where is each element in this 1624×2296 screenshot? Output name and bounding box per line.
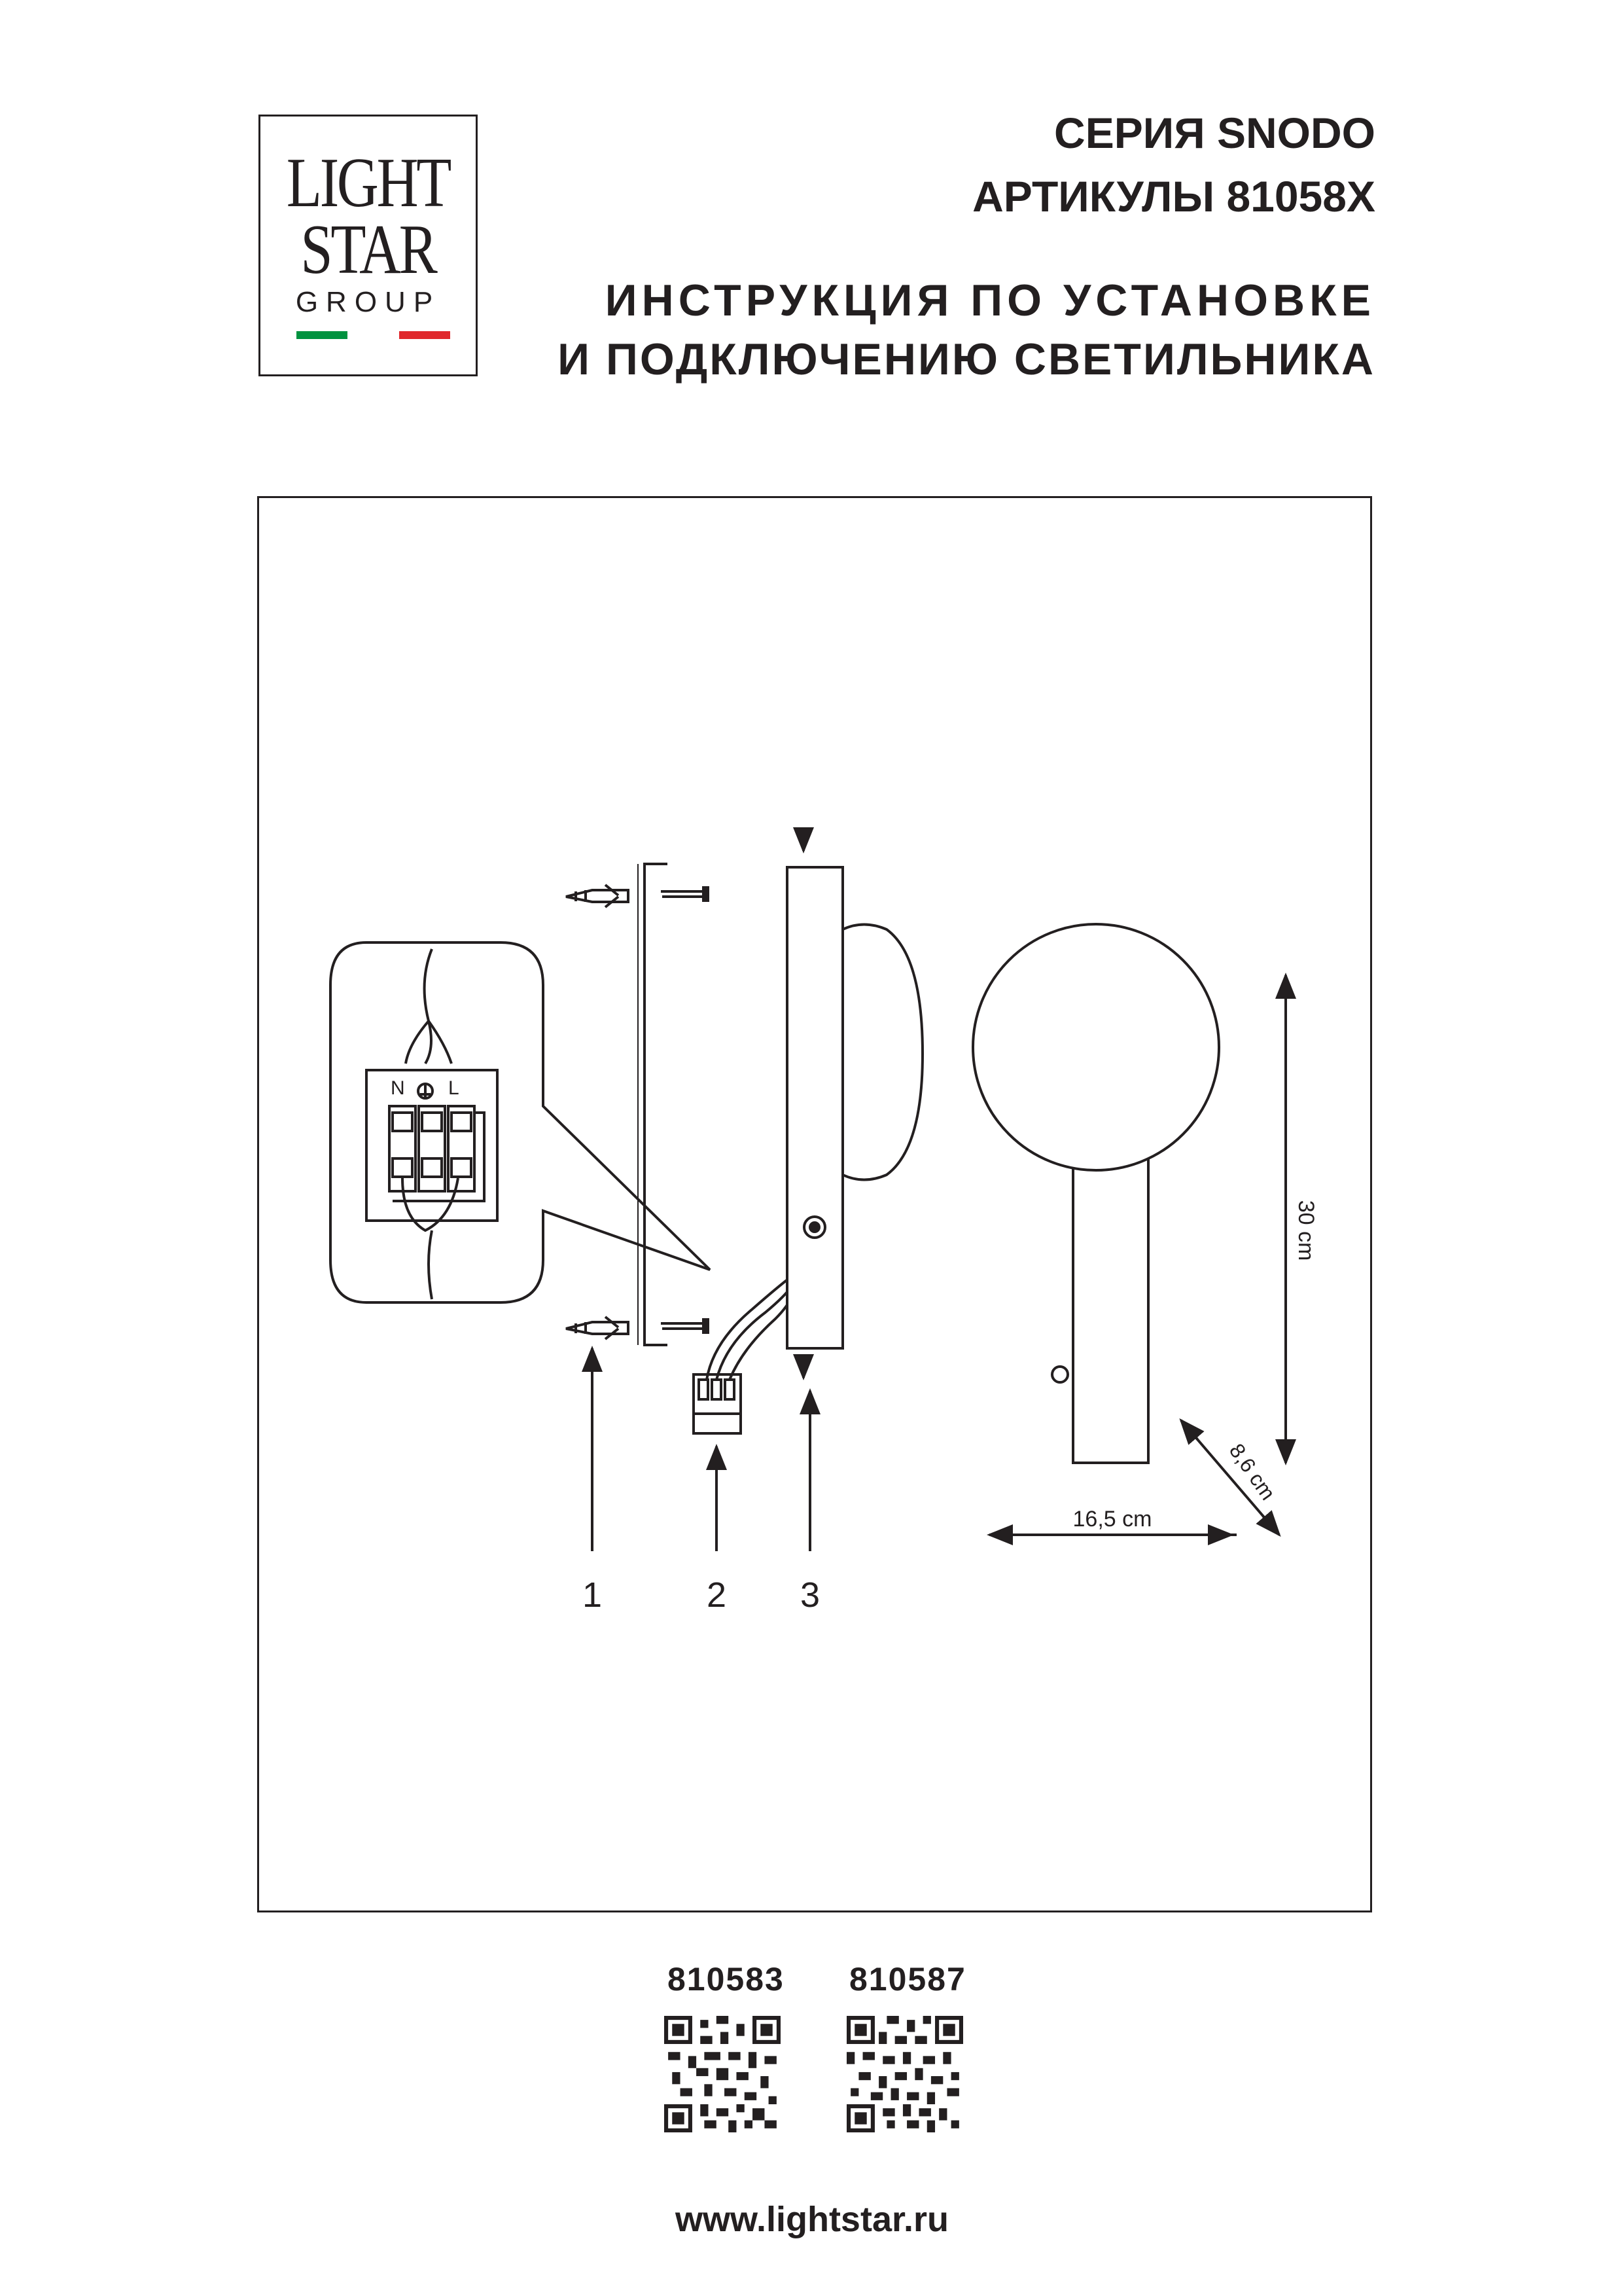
italian-flag-stripe xyxy=(296,331,450,339)
dimension-lines xyxy=(987,973,1296,1545)
diagram-frame xyxy=(257,496,1372,1912)
articles-title: АРТИКУЛЫ 81058X xyxy=(972,172,1375,221)
callout-leaders xyxy=(582,1346,821,1551)
article-code-1: 810583 xyxy=(667,1961,785,1998)
screw-bottom xyxy=(661,1318,709,1334)
article-code-2: 810587 xyxy=(849,1961,966,1998)
brand-logo: LIGHT STAR GROUP xyxy=(258,115,478,376)
wiring-detail-inset xyxy=(329,941,711,1304)
callout-3: 3 xyxy=(800,1575,820,1615)
wall-plug-bottom xyxy=(565,1316,629,1340)
dimension-depth: 8,6 cm xyxy=(1225,1439,1280,1504)
terminal-label-l: L xyxy=(448,1077,459,1099)
instruction-title-line2: И ПОДКЛЮЧЕНИЮ СВЕТИЛЬНИКА xyxy=(557,334,1375,384)
series-title: СЕРИЯ SNODO xyxy=(1054,109,1375,157)
qr-code-icon[interactable] xyxy=(664,2016,781,2132)
qr-code-icon[interactable] xyxy=(847,2016,963,2132)
logo-text-group: GROUP xyxy=(295,286,441,318)
terminal-connector xyxy=(692,1275,793,1435)
dimension-height: 30 cm xyxy=(1294,1200,1318,1261)
instruction-title-line1: ИНСТРУКЦИЯ ПО УСТАНОВКЕ xyxy=(605,276,1375,325)
wall-plug-top xyxy=(565,884,629,908)
callout-2: 2 xyxy=(707,1575,726,1615)
callout-1: 1 xyxy=(582,1575,602,1615)
website-link[interactable]: www.lightstar.ru xyxy=(675,2200,949,2239)
luminaire-side-view xyxy=(786,827,925,1380)
dimension-width: 16,5 cm xyxy=(1073,1507,1152,1532)
logo-text-light: LIGHT xyxy=(286,144,451,222)
logo-text-star: STAR xyxy=(300,211,437,289)
screw-top xyxy=(661,886,709,902)
terminal-label-n: N xyxy=(391,1077,405,1099)
luminaire-front-view xyxy=(972,923,1220,1464)
mounting-bracket xyxy=(637,863,667,1346)
